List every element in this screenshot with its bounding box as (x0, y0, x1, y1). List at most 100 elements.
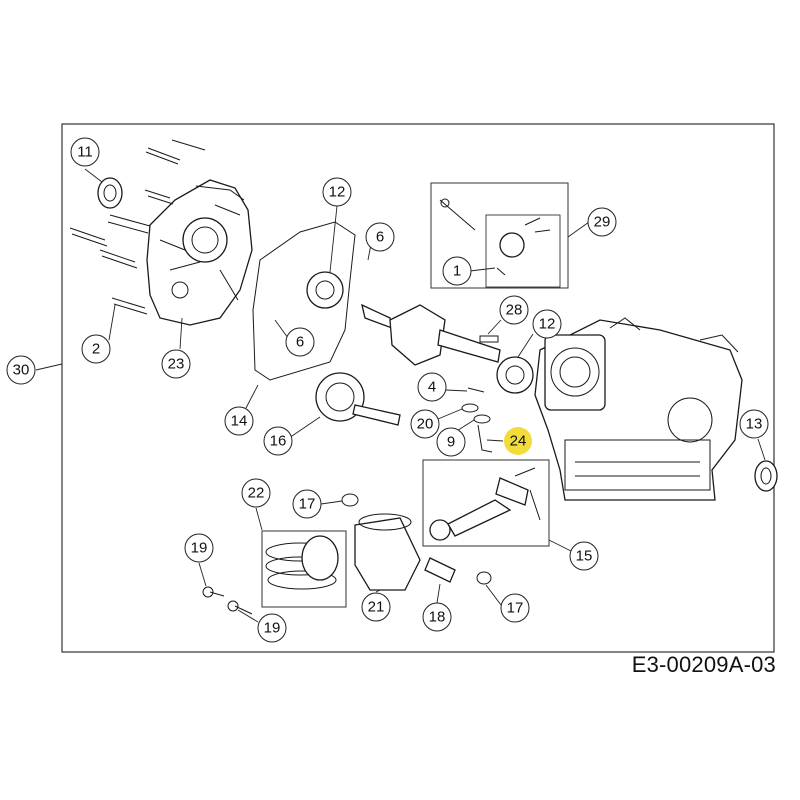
callout-circle (417, 372, 447, 402)
callout-circle (739, 409, 769, 439)
bearing-lower-drawing (496, 356, 534, 394)
callout[interactable]: 21 (361, 592, 391, 622)
crankcase-cover-drawing (146, 179, 253, 326)
callout[interactable]: 6 (365, 222, 395, 252)
callout[interactable]: 23 (161, 349, 191, 379)
valve-lifter-drawings (202, 586, 253, 615)
callout[interactable]: 16 (263, 426, 293, 456)
callout-label: 11 (77, 144, 93, 161)
callout[interactable]: 22 (241, 478, 271, 508)
callout-circle (442, 256, 472, 286)
drawing-code: E3-00209A-03 (631, 652, 776, 677)
oil-seal-11-drawing (97, 177, 123, 209)
callout[interactable]: 18 (422, 602, 452, 632)
callout-circle (292, 489, 322, 519)
gasket-drawing (252, 221, 356, 381)
callout-circle (81, 334, 111, 364)
crankshaft-drawing (361, 303, 501, 366)
callout[interactable]: 9 (436, 427, 466, 457)
callout-label: 28 (506, 302, 523, 319)
callout-circle (184, 533, 214, 563)
callout-circle (532, 309, 562, 339)
callout-highlighted[interactable]: 24 (504, 427, 532, 455)
callout[interactable]: 15 (569, 541, 599, 571)
callout[interactable]: 17 (292, 489, 322, 519)
camshaft-drawing (315, 372, 401, 426)
circlip-drawings (341, 493, 492, 585)
callout[interactable]: 19 (257, 613, 287, 643)
callout-label: 23 (168, 356, 185, 373)
callout-label: 24 (510, 433, 527, 450)
callout-label: 12 (539, 316, 556, 333)
callout-label: 9 (447, 434, 455, 451)
callout-circle (285, 327, 315, 357)
connecting-rod-box (422, 459, 550, 547)
callout[interactable]: 1 (442, 256, 472, 286)
callout-circle (322, 177, 352, 207)
callout-label: 6 (296, 334, 304, 351)
small-parts-drawing (461, 387, 493, 453)
leader-lines (35, 168, 766, 623)
callout-circle (241, 478, 271, 508)
callout-label: 20 (417, 416, 434, 433)
callout[interactable]: 13 (739, 409, 769, 439)
callout[interactable]: 19 (184, 533, 214, 563)
callout-label: 21 (368, 599, 385, 616)
callout[interactable]: 11 (70, 137, 100, 167)
callout-circle (436, 427, 466, 457)
callout[interactable]: 6 (285, 327, 315, 357)
callout-label: 17 (507, 600, 524, 617)
callout-label: 12 (329, 184, 346, 201)
callout[interactable]: 2 (81, 334, 111, 364)
callout-label: 4 (428, 379, 436, 396)
piston-pin-drawing (424, 557, 456, 583)
callout-label: 19 (264, 620, 281, 637)
key-drawing (479, 335, 499, 343)
callout-circle (365, 222, 395, 252)
callout-label: 19 (191, 540, 208, 557)
callout-label: 22 (248, 485, 265, 502)
governor-inner-box (485, 214, 561, 288)
callout[interactable]: 12 (532, 309, 562, 339)
callout-label: 18 (429, 609, 446, 626)
callout-circle (499, 295, 529, 325)
callout-label: 16 (270, 433, 287, 450)
callout-circle (6, 355, 36, 385)
callout-circle (263, 426, 293, 456)
callout-label: 15 (576, 548, 593, 565)
piston-ring-box (261, 530, 347, 608)
callout-circle (410, 409, 440, 439)
piston-rings-drawing (265, 535, 339, 590)
callout-label: 17 (299, 496, 316, 513)
callout[interactable]: 29 (587, 207, 617, 237)
callout[interactable]: 12 (322, 177, 352, 207)
governor-kit-box (430, 182, 569, 289)
callout-circle (500, 593, 530, 623)
callout-label: 14 (231, 413, 248, 430)
callout-label: 1 (453, 263, 461, 280)
callout-label: 6 (376, 229, 384, 246)
callout-circle (422, 602, 452, 632)
bolt-drawings (69, 139, 206, 315)
oil-seal-13-drawing (754, 460, 778, 492)
callout[interactable]: 20 (410, 409, 440, 439)
callout[interactable]: 14 (224, 406, 254, 436)
callout-circle (569, 541, 599, 571)
engine-block-drawing (534, 317, 743, 501)
callout[interactable]: 4 (417, 372, 447, 402)
callout-circle (70, 137, 100, 167)
connecting-rod-drawing (429, 467, 541, 541)
callout[interactable]: 28 (499, 295, 529, 325)
callout[interactable]: 30 (6, 355, 36, 385)
callout-highlight-circle (504, 427, 532, 455)
callout-circle (587, 207, 617, 237)
callout-circle (224, 406, 254, 436)
piston-drawing (354, 513, 421, 591)
callout-circle (361, 592, 391, 622)
callout-circle (257, 613, 287, 643)
callout[interactable]: 17 (500, 593, 530, 623)
callout-circle (161, 349, 191, 379)
callout-label: 13 (746, 416, 763, 433)
bearing-upper-drawing (306, 271, 344, 309)
